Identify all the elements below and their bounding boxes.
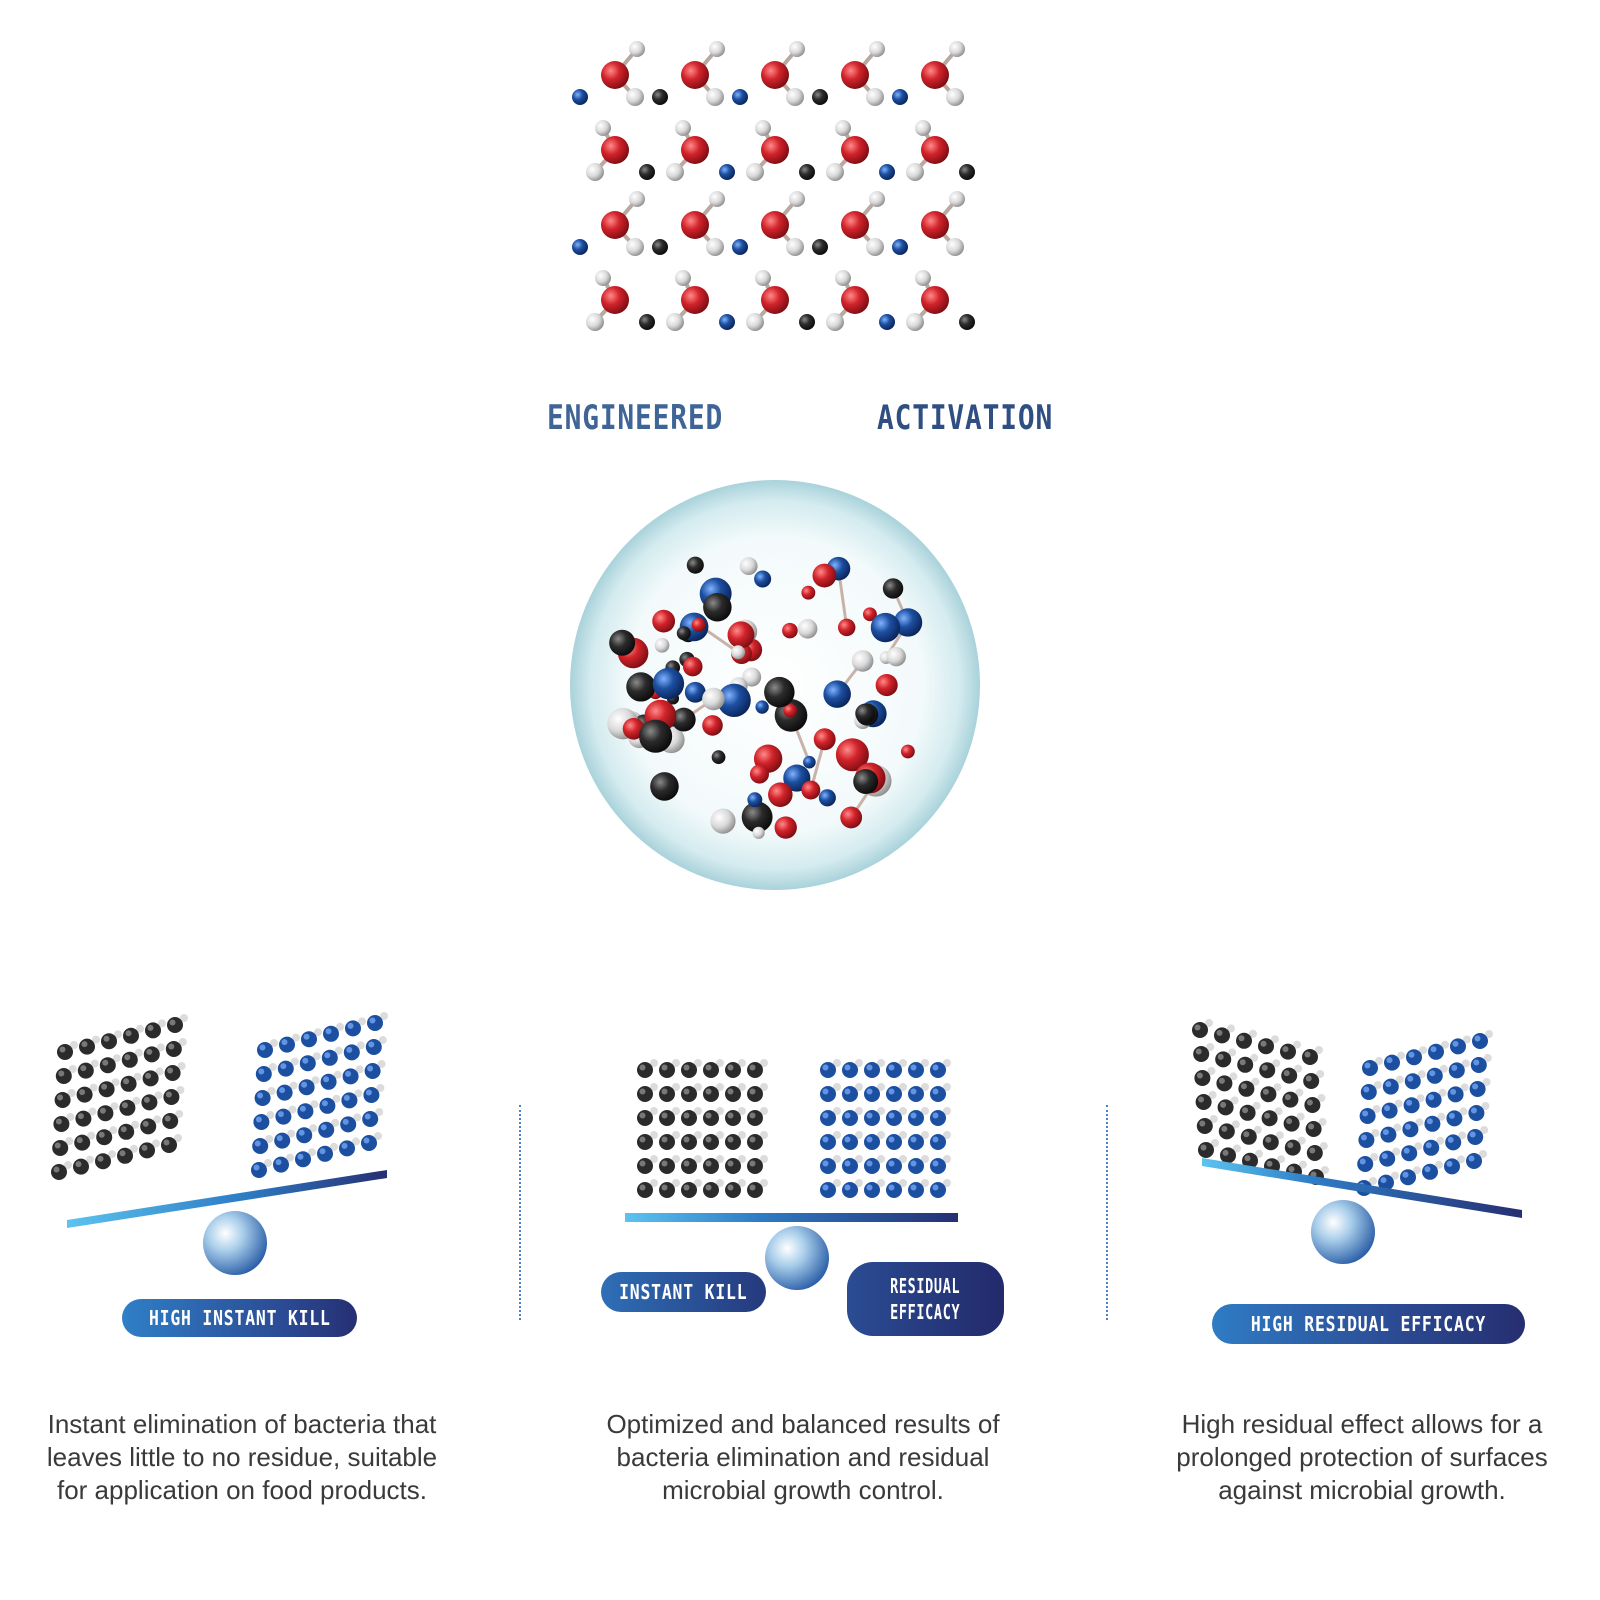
badge-high-residual-efficacy: HIGH RESIDUAL EFFICACY [1212,1304,1525,1344]
description-instant-kill: Instant elimination of bacteria that lea… [46,1409,438,1505]
balance-scale-residual-illustration [1192,1019,1522,1264]
divider-left [519,1105,521,1320]
heading-engineered: ENGINEERED [547,398,724,438]
heading-activation: ACTIVATION [877,398,1054,438]
badge-high-instant-kill: HIGH INSTANT KILL [122,1299,357,1337]
molecule-lattice-illustration [572,41,975,331]
molecule-bubble-illustration [570,480,980,890]
description-residual: High residual effect allows for a prolon… [1176,1409,1548,1505]
balance-scale-balanced-illustration [625,1059,958,1290]
balance-scale-instant-illustration [51,1012,388,1275]
divider-right [1106,1105,1108,1320]
description-balanced: Optimized and balanced results of bacter… [606,1409,1000,1505]
badge-instant-kill: INSTANT KILL [601,1272,766,1312]
